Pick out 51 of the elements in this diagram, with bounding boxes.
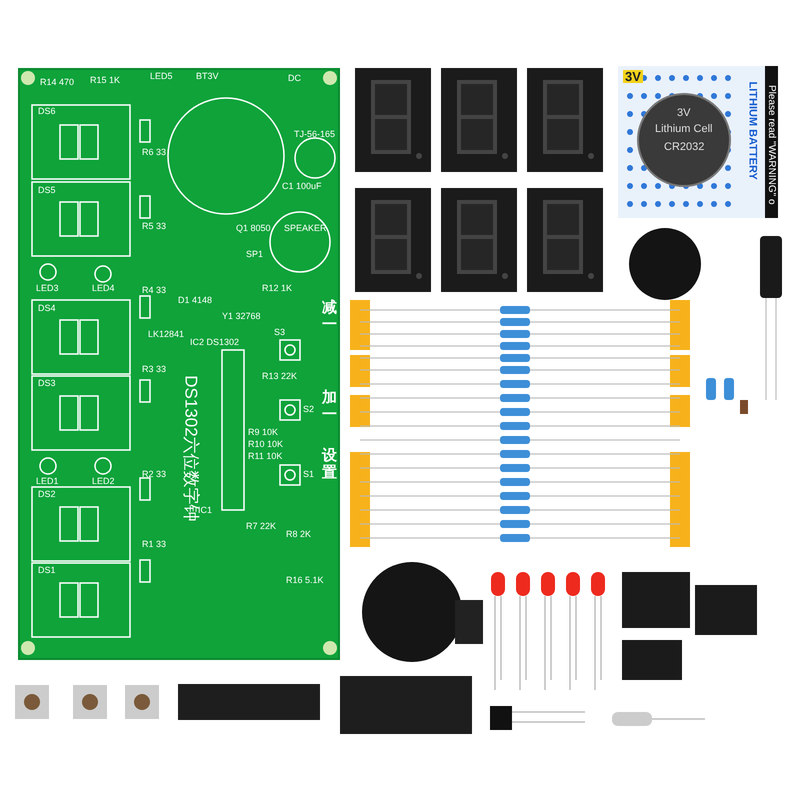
printed-label: DS2 <box>38 490 56 499</box>
printed-label: LED4 <box>92 284 115 293</box>
printed-label: S2 <box>303 405 314 414</box>
printed-label: R13 22K <box>262 372 298 381</box>
printed-label: D1 4148 <box>178 296 212 305</box>
printed-label: DS1 <box>38 566 56 575</box>
printed-label: SP1 <box>246 250 264 259</box>
printed-label: R4 33 <box>142 286 166 295</box>
printed-label: S3 <box>274 328 286 337</box>
printed-label: BT3V <box>196 72 219 81</box>
printed-label: Lithium Cell <box>655 124 712 135</box>
printed-label: S1 <box>303 470 314 479</box>
printed-label: LED5 <box>150 72 173 81</box>
printed-label: IC1 <box>198 506 212 515</box>
printed-label: R2 33 <box>142 470 166 479</box>
printed-label: R1 33 <box>142 540 166 549</box>
printed-label: 3V <box>677 108 690 119</box>
printed-label: DS4 <box>38 304 56 313</box>
printed-label: R6 33 <box>142 148 166 157</box>
board-title: DS1302六位数字钟 <box>182 375 200 522</box>
printed-label: R5 33 <box>142 222 166 231</box>
printed-label: LED1 <box>36 477 59 486</box>
printed-label: DS6 <box>38 107 56 116</box>
printed-label: 减一 <box>322 300 337 333</box>
printed-label: Y1 32768 <box>222 312 261 321</box>
printed-label: R15 1K <box>90 76 120 85</box>
printed-label: R12 1K <box>262 284 292 293</box>
printed-label: DS5 <box>38 186 56 195</box>
printed-label: R8 2K <box>286 530 312 539</box>
printed-label: 3V <box>623 70 643 83</box>
printed-label: 设置 <box>322 448 337 481</box>
printed-label: 加一 <box>322 390 337 423</box>
printed-label: IC2 DS1302 <box>190 338 240 347</box>
printed-label: C1 100uF <box>282 182 322 191</box>
printed-label: LITHIUM BATTERY <box>746 82 758 180</box>
printed-label: R11 10K <box>248 452 282 461</box>
printed-label: CR2032 <box>664 142 704 153</box>
printed-label: R10 10K <box>248 440 284 449</box>
printed-label: LK12841 <box>148 330 184 339</box>
printed-label: R16 5.1K <box>286 576 324 585</box>
printed-label: LED3 <box>36 284 59 293</box>
printed-label: R14 470 <box>40 78 74 87</box>
printed-label: R9 10K <box>248 428 278 437</box>
printed-label: Q1 8050 <box>236 224 271 233</box>
printed-label: SPEAKER <box>284 224 327 233</box>
printed-label: R3 33 <box>142 365 166 374</box>
printed-label: DC <box>288 74 301 83</box>
printed-label: R7 22K <box>246 522 276 531</box>
printed-label: TJ-56-165 <box>294 130 336 139</box>
printed-label: LED2 <box>92 477 115 486</box>
printed-label: DS3 <box>38 379 56 388</box>
